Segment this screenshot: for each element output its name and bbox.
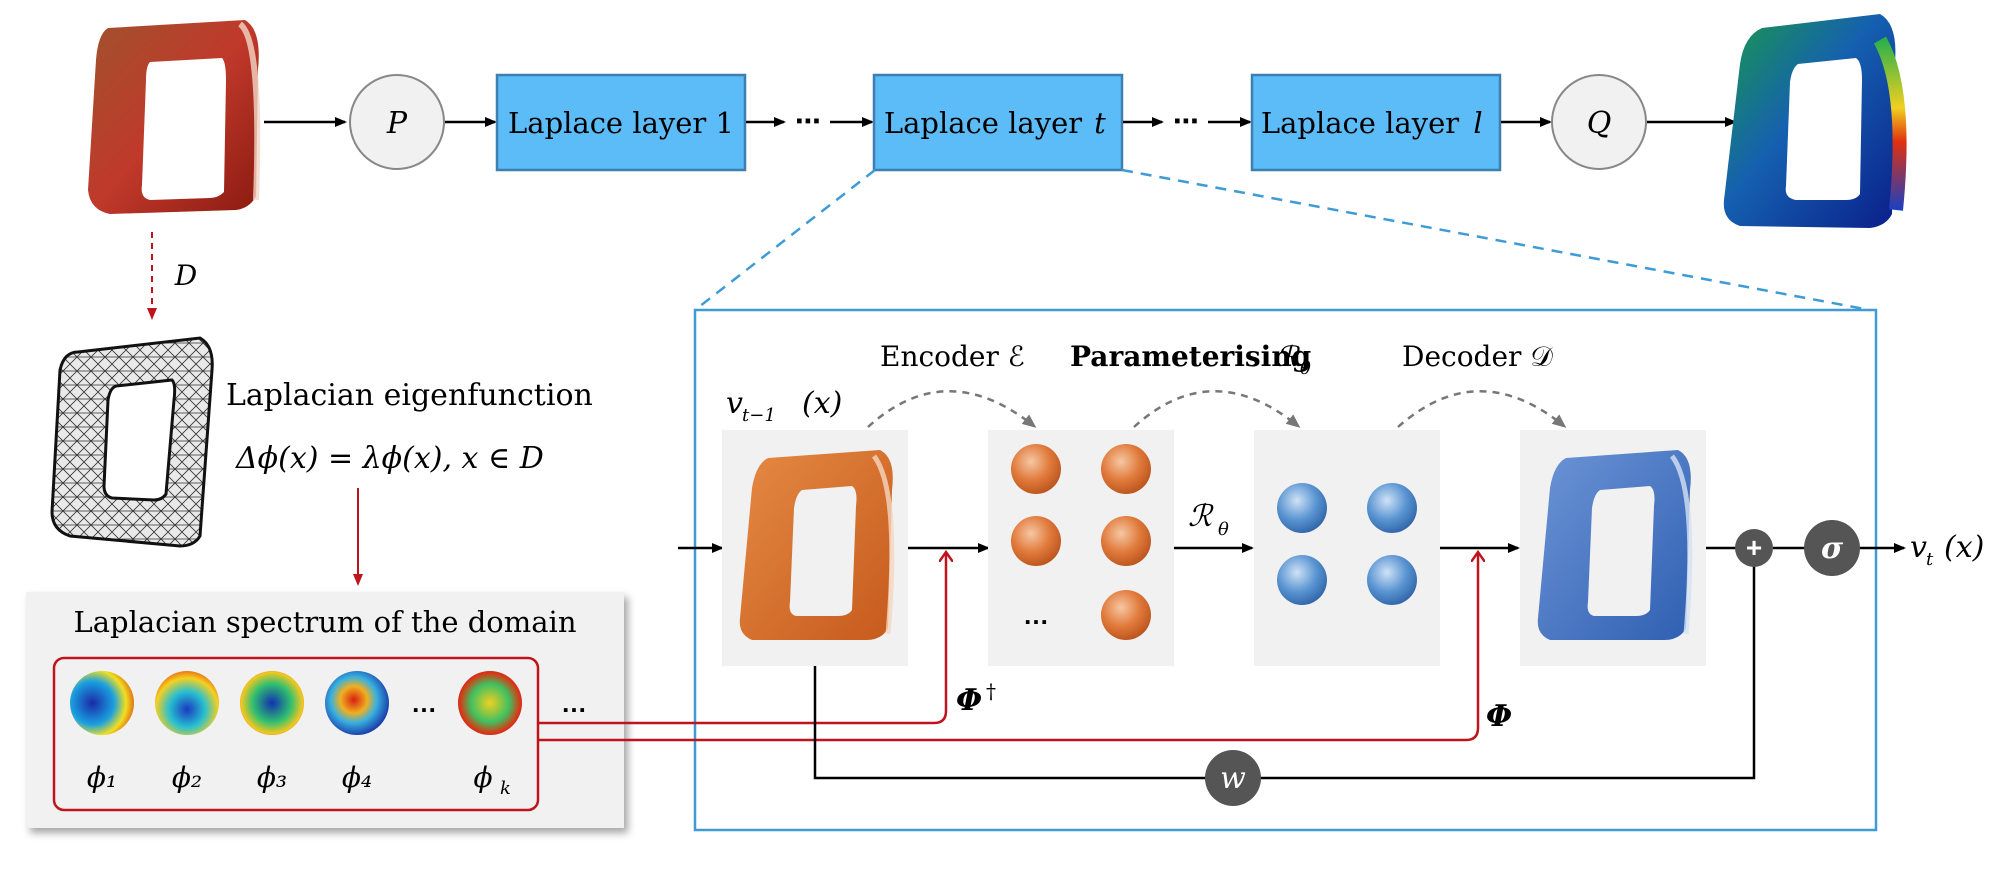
ellipsis-2: ⋯ [1173,106,1199,136]
encoded-sphere-5 [1101,590,1151,640]
mesh-shape-image [50,336,214,548]
phi-label: Φ [1486,699,1512,734]
phi-2-label: ϕ₂ [172,761,202,794]
output-function-sub: t [1926,549,1934,570]
transformed-coefficients-panel [1254,430,1440,666]
p-node [349,74,445,170]
eigen-sphere-2 [155,671,219,735]
encoded-sphere-2 [1101,444,1151,494]
eigen-title: Laplacian eigenfunction [226,378,593,413]
laplace-layer-l-label: Laplace layer [1261,106,1459,140]
phi-1-label: ϕ₁ [87,761,117,794]
sum-label: + [1746,532,1762,563]
eigen-sphere-1 [70,671,134,735]
spectrum-dots: … [411,688,437,718]
phi-connector [538,552,1478,742]
param-curve-arrow [1133,390,1301,428]
output-shape-image [1723,14,1907,228]
eigen-sphere-3 [240,671,304,735]
transformed-sphere-1 [1277,483,1327,533]
spectrum-basis-box [52,656,540,812]
encoded-sphere-3 [1011,516,1061,566]
q-node [1551,74,1647,170]
eigen-sphere-k [458,671,522,735]
input-function-shape [739,450,895,640]
transformed-sphere-2 [1367,483,1417,533]
decoder-label: Decoder 𝒟 [1402,340,1553,373]
zoom-line-right [1121,168,1871,312]
w-label: w [1220,761,1246,796]
input-shape-image [88,20,261,214]
param-sub: θ [1300,358,1311,379]
sigma-node [1804,520,1860,576]
r-theta-sub: θ [1218,519,1229,540]
transformed-sphere-4 [1367,555,1417,605]
phi-k-label: ϕ [473,761,492,794]
phi-k-subscript: k [500,778,511,799]
laplace-layer-1-label: Laplace layer 1 [508,106,734,140]
q-label: Q [1587,106,1612,141]
spectrum-title: Laplacian spectrum of the domain [73,605,576,639]
eigen-sphere-4 [325,671,389,735]
output-function-arg: (x) [1944,530,1984,565]
spectrum-dots-outside: … [561,688,587,718]
encoded-sphere-4 [1101,516,1151,566]
encoder-label: Encoder ℰ [880,340,1025,373]
zoom-line-left [694,169,876,311]
eigen-equation: Δϕ(x) = λϕ(x), x ∈ D [235,441,544,476]
phi-dagger-sup: † [986,679,996,703]
input-function-label: v [726,386,743,421]
transformed-sphere-3 [1277,555,1327,605]
encoded-dots: … [1023,600,1049,630]
sum-node [1735,529,1773,567]
input-function-arg: (x) [802,386,842,421]
sigma-label: σ [1821,531,1844,566]
phi-dagger-connector [538,552,946,725]
r-theta-label: ℛ [1188,499,1214,534]
laplace-layer-t-label: Laplace layer [884,106,1082,140]
phi-4-label: ϕ₄ [342,761,372,794]
decoded-function-shape [1537,450,1693,640]
param-label: Parameterising [1070,340,1311,373]
phi-3-label: ϕ₃ [257,761,287,794]
d-label: D [174,259,197,292]
phi-dagger-label: Φ [956,683,982,718]
output-function-label: v [1910,530,1927,565]
laplace-layer-detail-box [693,308,1878,832]
laplace-layer-t-var: t [1094,106,1106,140]
encoder-curve-arrow [867,390,1037,428]
p-label: P [386,106,408,141]
laplace-layer-l-box [1250,73,1502,172]
laplace-layer-l-var: l [1473,106,1482,140]
laplace-layer-t-box [872,73,1124,172]
param-symbol: ℛ [1276,340,1300,373]
ellipsis-1: ⋯ [795,106,821,136]
encoded-sphere-1 [1011,444,1061,494]
input-function-sub: t−1 [742,405,776,426]
w-node [1205,750,1261,806]
decoder-curve-arrow [1397,390,1567,428]
skip-connection-line [813,566,1756,780]
laplace-layer-1-box [495,73,747,172]
